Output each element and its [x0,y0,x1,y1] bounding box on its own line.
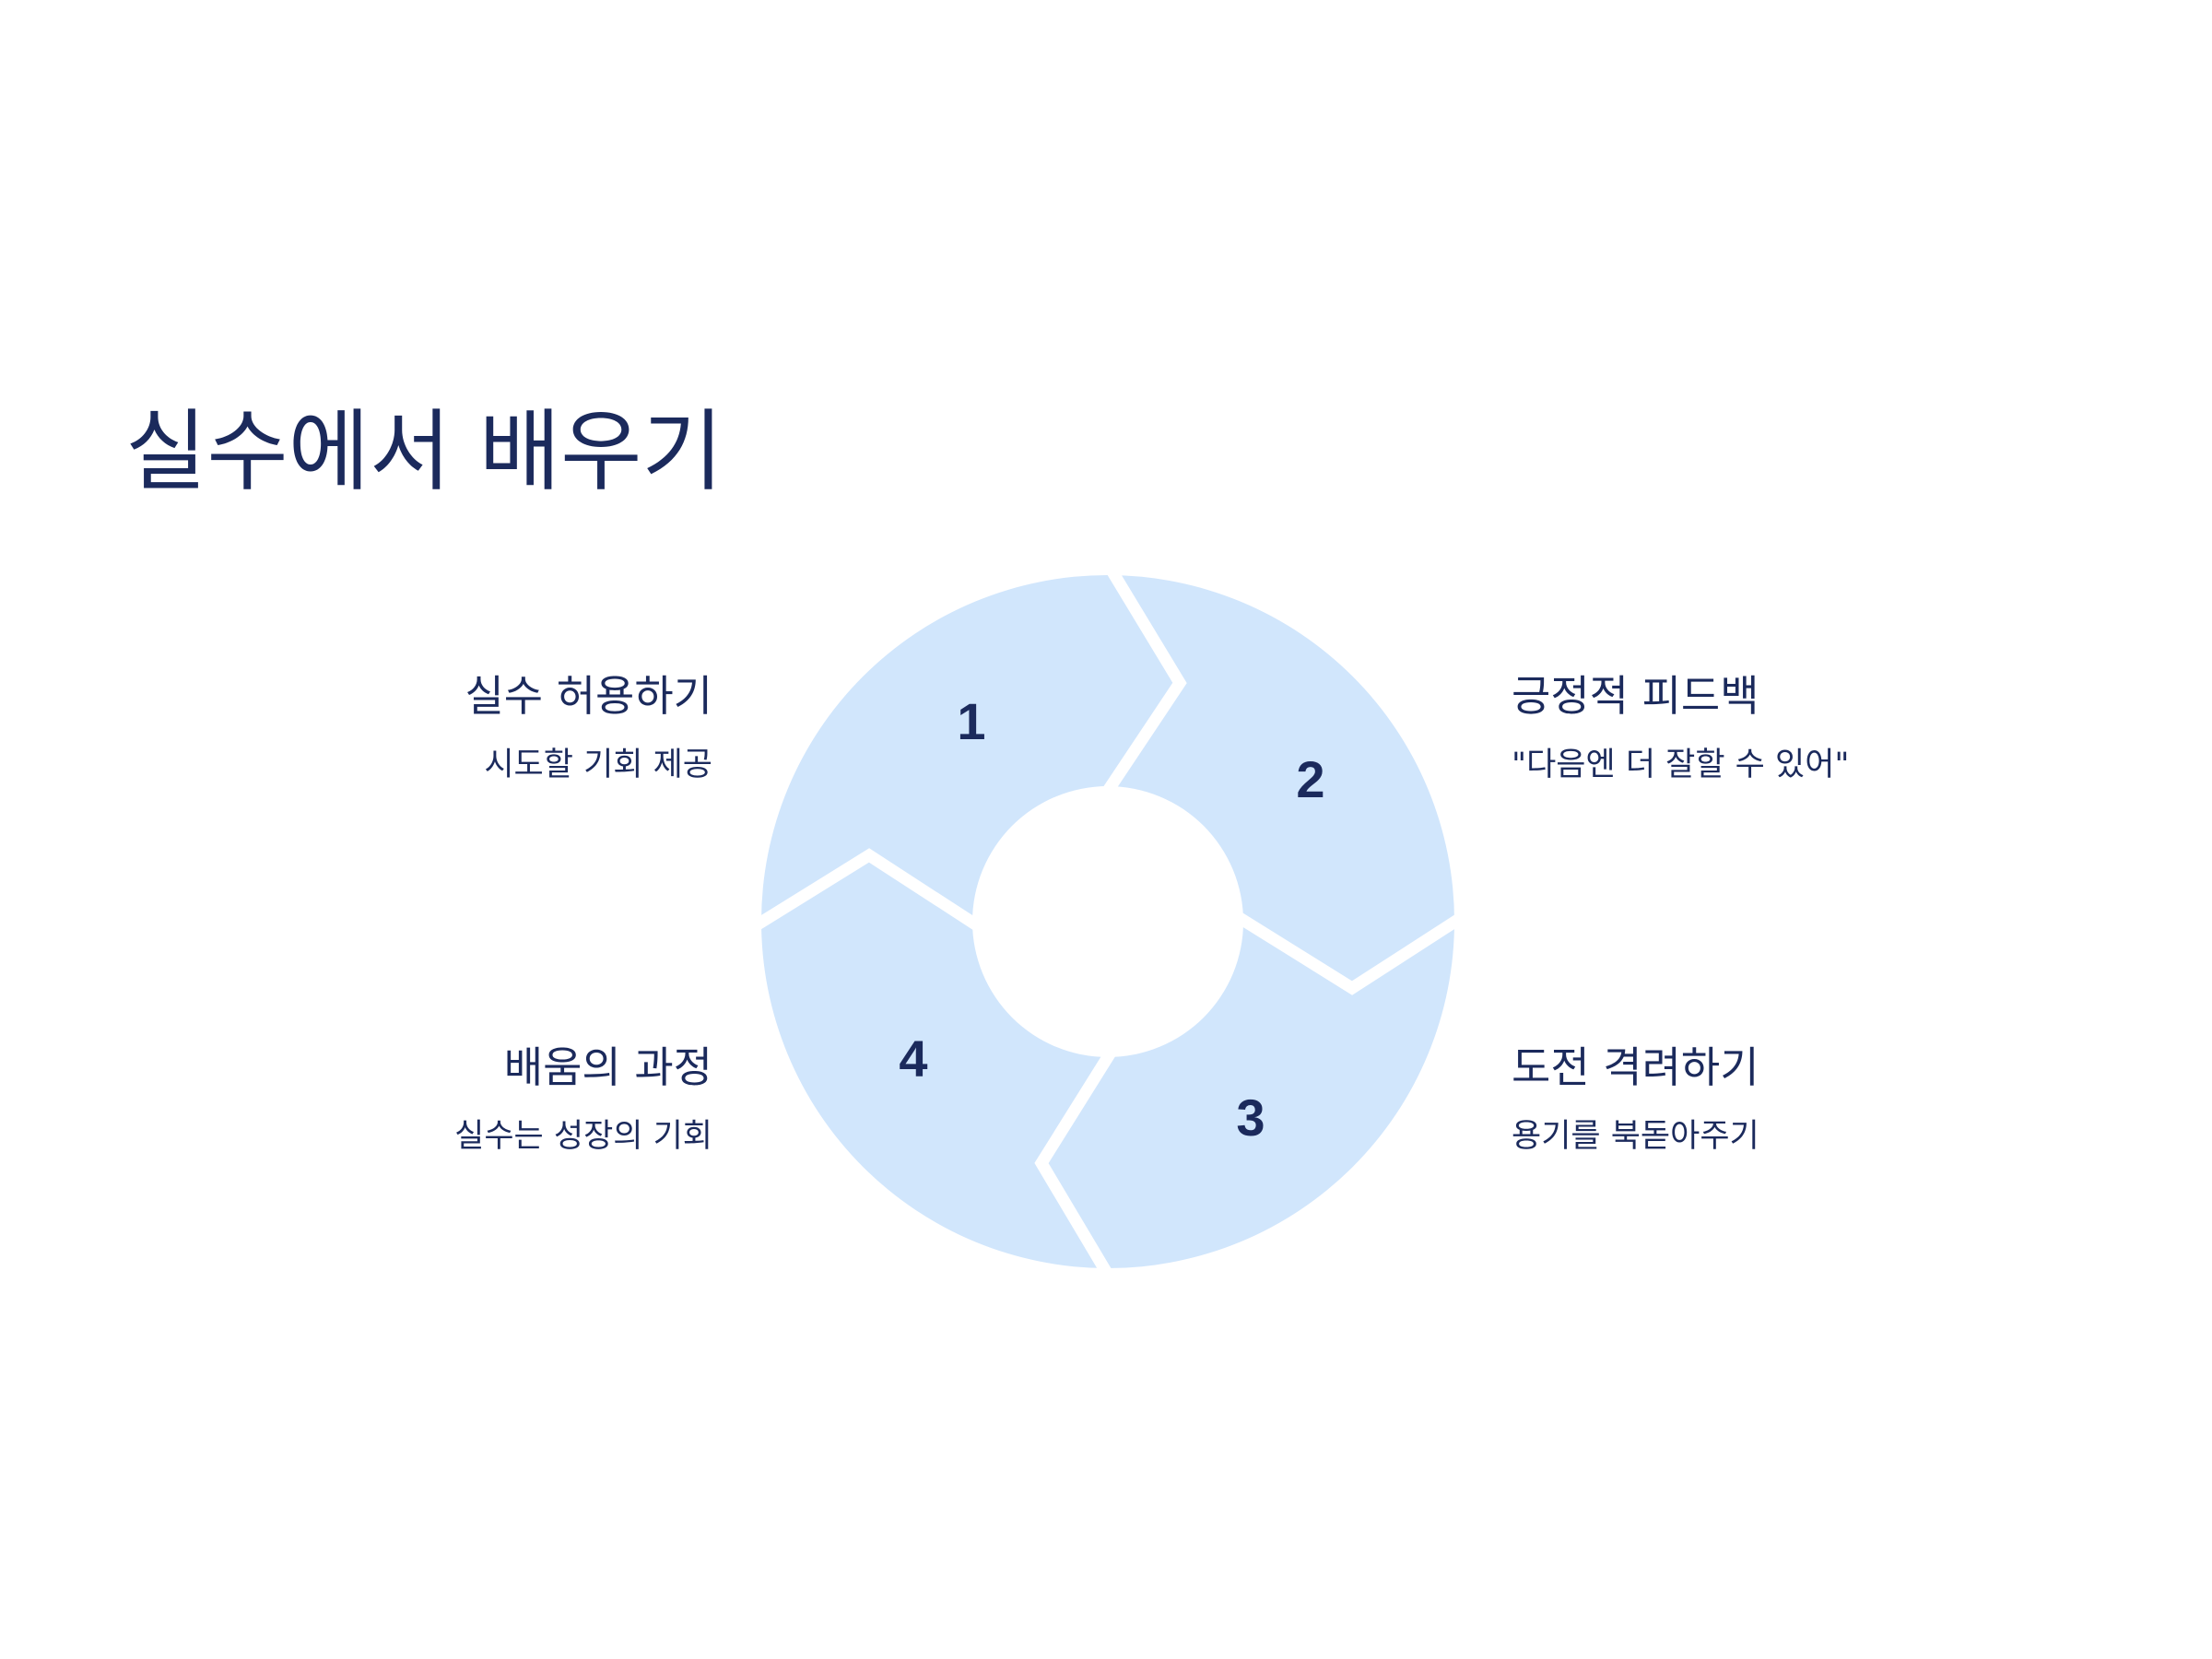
step-description: 시도할 기회 제공 [484,747,712,783]
step-label-2: 긍정적 피드백 "다음엔 더 잘할 수 있어" [1512,668,1850,786]
page-title: 실수에서 배우기 [125,400,724,503]
step-number-2: 2 [1296,750,1324,808]
step-title: 도전 격려하기 [1512,1042,1759,1092]
segment-separators [747,560,1470,1283]
step-description: "다음엔 더 잘할 수 있어" [1512,747,1850,783]
step-label-3: 도전 격려하기 용기를 북돋아주기 [1512,1040,1759,1158]
step-description: 용기를 북돋아주기 [1512,1118,1759,1155]
segment-4 [761,855,1108,1268]
step-title: 긍정적 피드백 [1512,671,1759,721]
step-number-4: 4 [899,1030,927,1088]
step-title: 실수 허용하기 [465,671,712,721]
step-description: 실수는 성장의 기회 [454,1118,712,1155]
step-title: 배움의 과정 [503,1042,712,1092]
step-number-3: 3 [1236,1088,1265,1147]
segment-3 [1041,922,1454,1268]
step-number-1: 1 [957,692,985,750]
segment-2 [1108,575,1454,988]
segment-1 [761,575,1180,922]
step-label-1: 실수 허용하기 시도할 기회 제공 [465,668,712,786]
step-label-4: 배움의 과정 실수는 성장의 기회 [454,1040,712,1158]
